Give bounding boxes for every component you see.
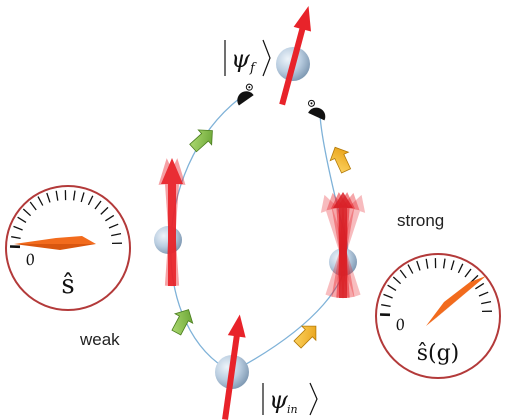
meter-weak-needle	[14, 236, 96, 244]
particle-strong	[320, 192, 366, 299]
meter-strong: 0 ŝ(g)	[375, 253, 501, 379]
flow-arrow-green-upper	[189, 129, 213, 153]
strong-label: strong	[397, 211, 444, 230]
particle-weak	[154, 158, 186, 287]
meter-strong-ticks	[379, 258, 493, 317]
particle-initial	[215, 314, 249, 420]
meter-weak-zero: 0	[24, 250, 38, 270]
ket-initial-subscript: in	[287, 403, 298, 416]
flow-arrow-yellow-lower	[293, 325, 317, 349]
ket-final: ψ f	[224, 39, 271, 77]
flow-arrow-green-lower	[171, 309, 194, 336]
ket-final-symbol: ψ	[231, 45, 251, 73]
ket-initial: ψ in	[262, 382, 318, 416]
spin-arrow-weak	[158, 158, 186, 287]
meter-weak-ticks	[9, 190, 123, 249]
meter-strong-symbol: ŝ(g)	[417, 341, 460, 366]
particle-final	[276, 6, 312, 106]
detector-left-icon	[237, 83, 254, 106]
spin-arrow-final	[279, 6, 312, 106]
ket-final-subscript: f	[249, 61, 257, 76]
spin-arrow-initial	[222, 314, 246, 420]
meter-weak: 0 ŝ	[5, 185, 131, 311]
meter-weak-symbol: ŝ	[61, 270, 74, 300]
spin-arrow-strong-spread	[320, 192, 366, 299]
flow-arrow-yellow-upper	[329, 146, 352, 174]
weak-label: weak	[79, 330, 120, 349]
detector-right-icon	[307, 99, 326, 121]
ket-initial-symbol: ψ	[269, 386, 289, 414]
meter-strong-zero: 0	[394, 315, 408, 335]
